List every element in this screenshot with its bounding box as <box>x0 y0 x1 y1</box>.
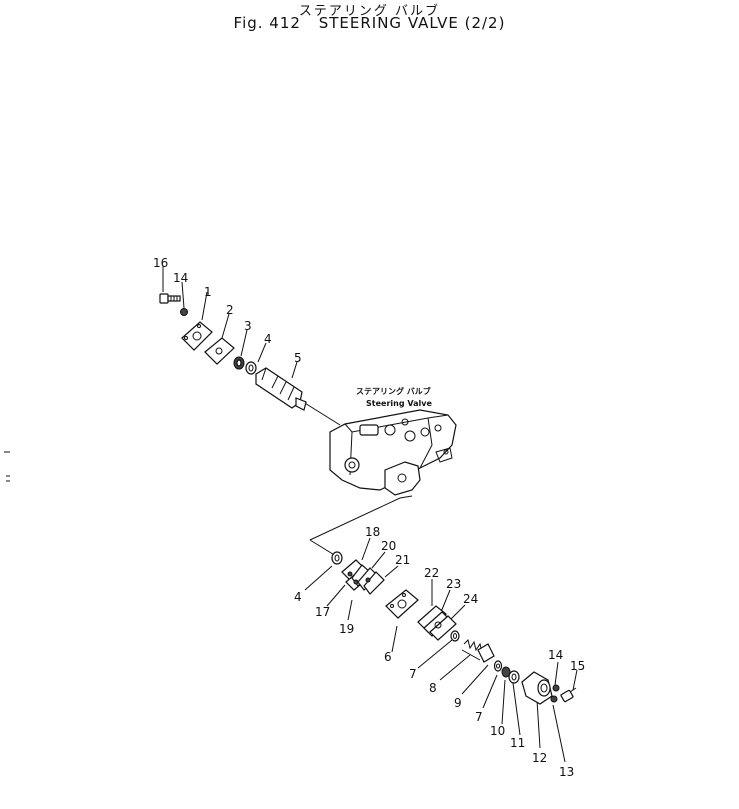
label-20: 20 <box>381 539 396 553</box>
label-23: 23 <box>446 577 461 591</box>
label-10: 10 <box>490 724 505 738</box>
label-19: 19 <box>339 622 354 636</box>
part-4-ring-lower <box>331 551 343 565</box>
scan-marks <box>4 451 10 482</box>
label-7-a: 7 <box>409 667 417 681</box>
callout-english: Steering Valve <box>366 399 432 408</box>
label-18: 18 <box>365 525 380 539</box>
label-13: 13 <box>559 765 574 779</box>
label-21: 21 <box>395 553 410 567</box>
part-14-washer-b <box>552 684 560 692</box>
lower-right-group <box>417 605 457 641</box>
part-14-washer <box>180 308 188 316</box>
label-22: 22 <box>424 566 439 580</box>
part-4-ring <box>245 361 257 375</box>
part-21-plate <box>363 571 385 595</box>
part-6-cover <box>385 589 419 619</box>
part-1-cover <box>181 321 213 351</box>
label-4-lower: 4 <box>294 590 302 604</box>
figure-number: Fig. 412 <box>233 14 301 32</box>
part-9-plunger <box>477 643 495 663</box>
part-11-ring <box>508 670 520 684</box>
figure-name: STEERING VALVE (2/2) <box>318 14 506 32</box>
part-8-spring <box>461 639 483 661</box>
plunger-group <box>450 630 520 684</box>
leader-lines <box>162 266 578 763</box>
cap-group <box>521 671 577 705</box>
steering-valve-callout: ステアリング バルブ Steering Valve <box>356 386 432 408</box>
label-7-b: 7 <box>475 710 483 724</box>
label-9: 9 <box>454 696 462 710</box>
part-15-bolt <box>560 687 577 703</box>
label-17: 17 <box>315 605 330 619</box>
label-2: 2 <box>226 303 234 317</box>
part-10-oring <box>501 666 511 678</box>
label-6: 6 <box>384 650 392 664</box>
label-12: 12 <box>532 751 547 765</box>
label-8: 8 <box>429 681 437 695</box>
label-16: 16 <box>153 256 168 270</box>
valve-body <box>329 409 457 496</box>
label-4-top: 4 <box>264 332 272 346</box>
label-24: 24 <box>463 592 478 606</box>
part-labels: 16 14 1 2 3 4 5 4 17 19 18 20 21 6 22 23… <box>153 256 585 779</box>
part-2-gasket <box>204 337 235 365</box>
label-11: 11 <box>510 736 525 750</box>
part-3-oring <box>233 356 245 370</box>
label-3: 3 <box>244 319 252 333</box>
lower-left-group <box>331 551 419 619</box>
label-5: 5 <box>294 351 302 365</box>
callout-japanese: ステアリング バルブ <box>356 386 431 396</box>
figure-title: Fig. 412 STEERING VALVE (2/2) <box>0 14 739 32</box>
part-13-washer <box>550 695 558 703</box>
label-14-top: 14 <box>173 271 188 285</box>
label-15: 15 <box>570 659 585 673</box>
title-japanese: ステアリング バルブ <box>298 4 441 19</box>
label-1: 1 <box>204 285 212 299</box>
upper-cover-group <box>159 293 307 411</box>
part-16-bolt <box>159 293 181 304</box>
part-12-cap <box>521 671 553 705</box>
part-7-ring-a <box>450 630 460 642</box>
part-24-plate <box>429 615 457 641</box>
label-14-right: 14 <box>548 648 563 662</box>
part-7-ring-b <box>493 660 503 672</box>
part-5-spool <box>255 367 307 411</box>
